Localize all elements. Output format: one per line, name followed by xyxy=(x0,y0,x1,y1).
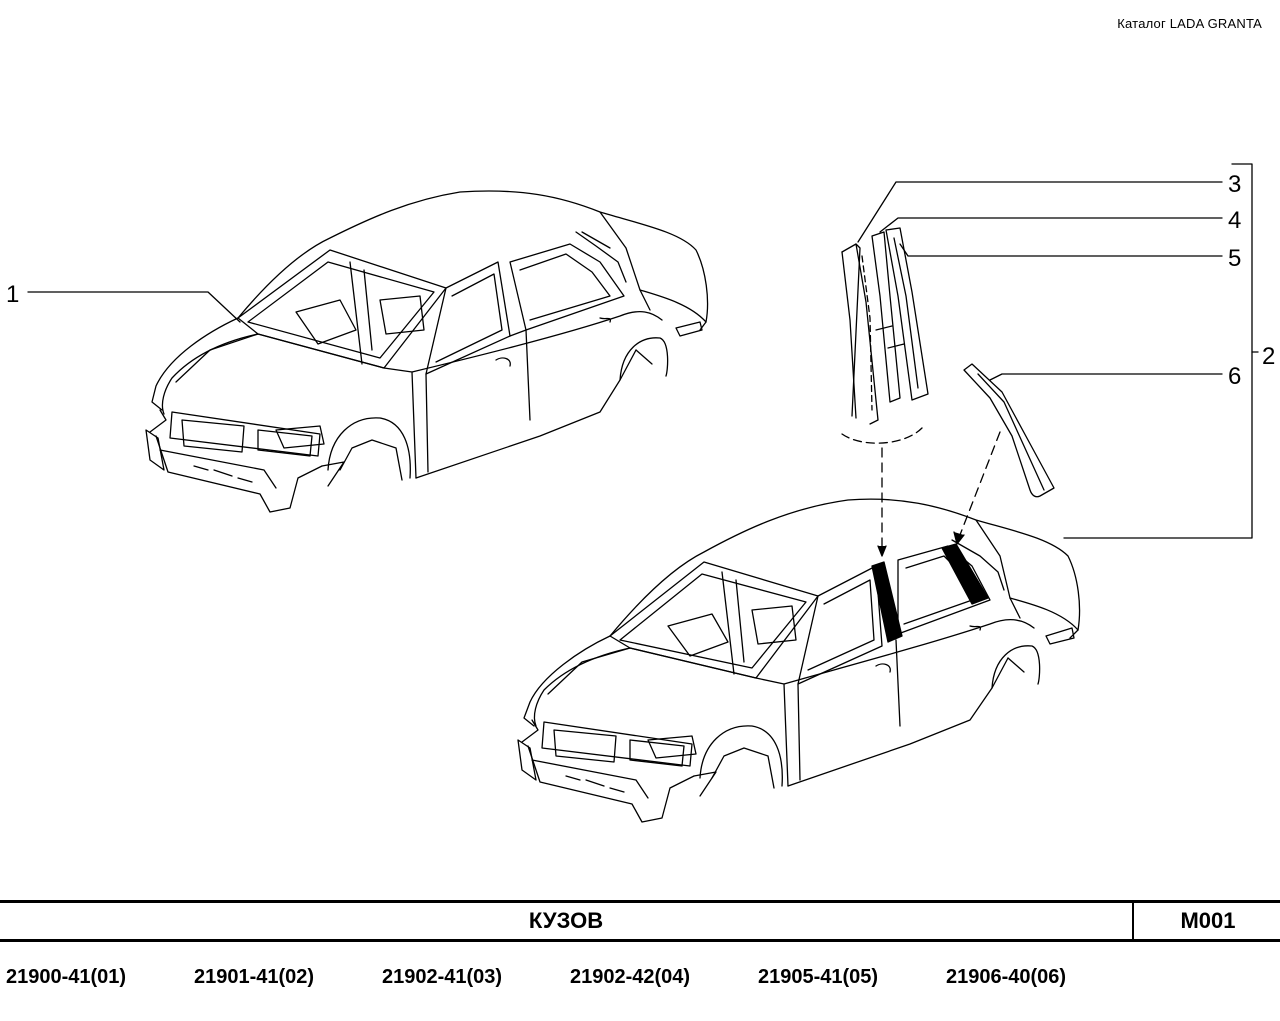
section-title: КУЗОВ xyxy=(0,903,1134,939)
leader-line-1 xyxy=(27,291,241,323)
bracket-2 xyxy=(1063,163,1253,539)
callout-6: 6 xyxy=(1228,363,1241,390)
model-code: 21902-41(03) xyxy=(382,966,503,988)
callout-3: 3 xyxy=(1228,171,1241,198)
model-code: 21905-41(05) xyxy=(758,966,879,988)
callout-5: 5 xyxy=(1228,245,1241,272)
model-code: 21900-41(01) xyxy=(6,966,127,988)
car-body-1 xyxy=(145,190,709,513)
pillar-trim-parts xyxy=(841,227,929,444)
catalog-header: Каталог LADA GRANTA xyxy=(1117,16,1262,31)
callout-4: 4 xyxy=(1228,207,1241,234)
callout-2: 2 xyxy=(1262,343,1275,370)
leader-line-3 xyxy=(857,181,1223,243)
callout-1: 1 xyxy=(6,281,19,308)
leader-line-5 xyxy=(899,243,1223,257)
c-pillar-highlight xyxy=(941,543,989,605)
car-body-2 xyxy=(517,498,1081,823)
model-code: 21902-42(04) xyxy=(570,966,691,988)
assembly-arrow-c-pillar xyxy=(957,431,1001,541)
model-code: 21901-41(02) xyxy=(194,966,315,988)
leader-line-4 xyxy=(879,217,1223,233)
b-pillar-highlight xyxy=(871,561,903,643)
model-code: 21906-40(06) xyxy=(946,966,1067,988)
leader-line-6 xyxy=(989,373,1223,381)
model-codes-row: 21900-41(01) 21901-41(02) 21902-41(03) 2… xyxy=(6,966,1134,1000)
title-block: КУЗОВ M001 xyxy=(0,900,1280,942)
c-pillar-trim-part xyxy=(963,363,1055,498)
section-code: M001 xyxy=(1180,908,1236,933)
